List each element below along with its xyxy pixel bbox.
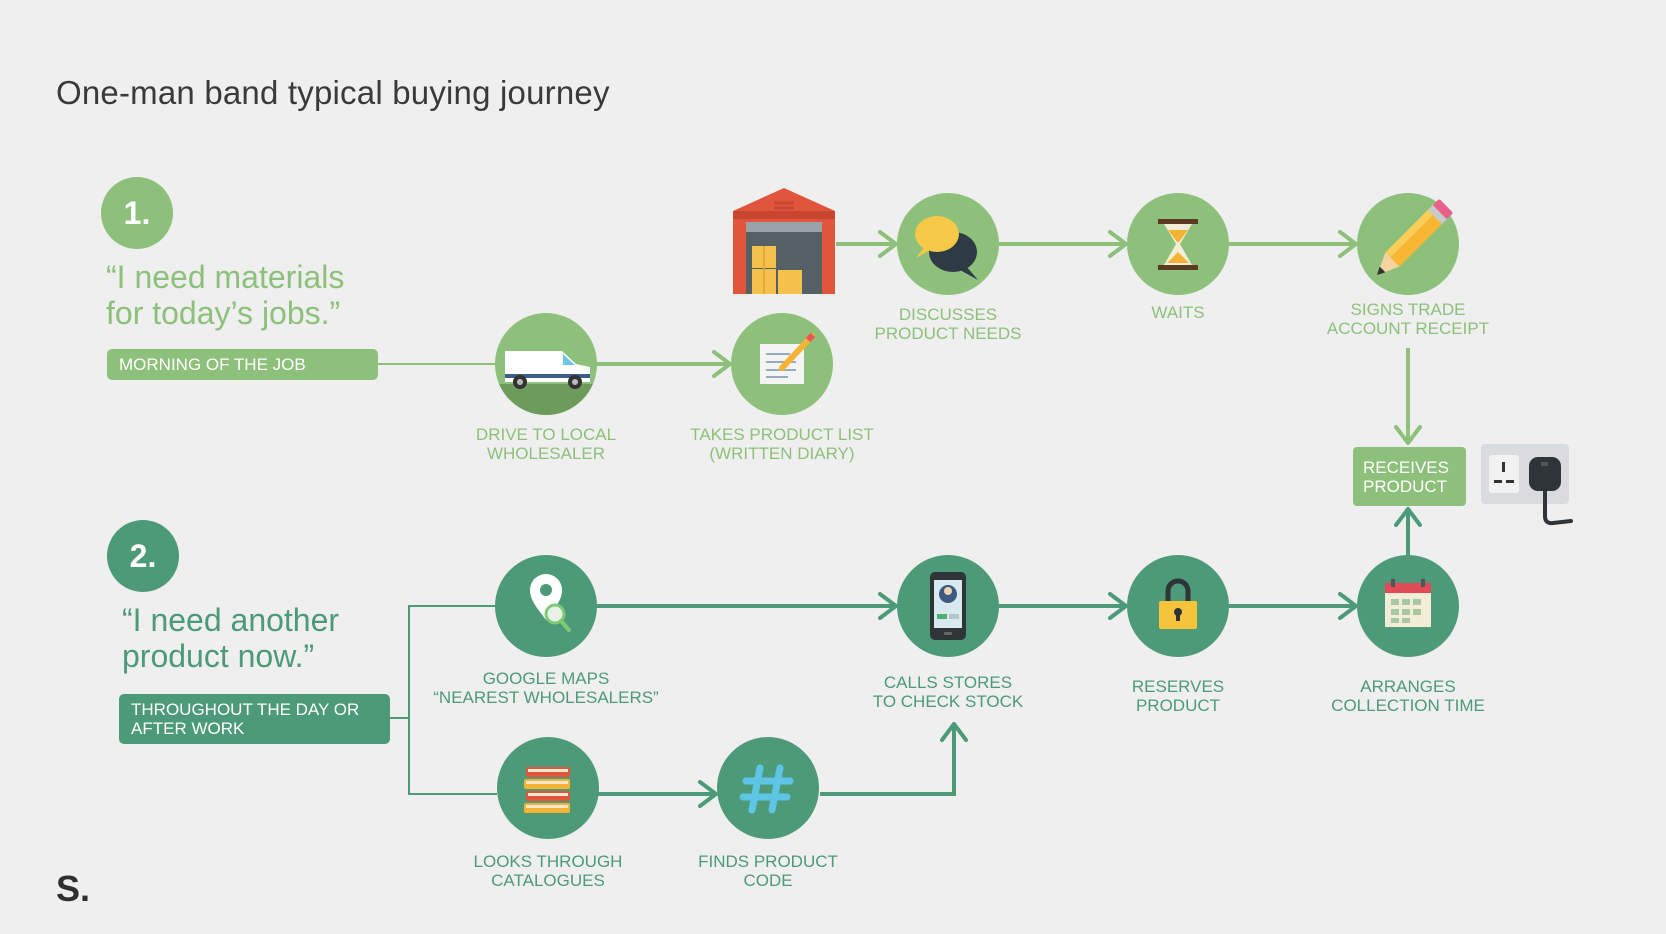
step-maps-label-line1: GOOGLE MAPS <box>482 669 610 688</box>
warehouse-icon <box>733 188 835 294</box>
step-signs-label-line1: SIGNS TRADE <box>1350 300 1466 319</box>
step-waits-label: WAITS <box>1151 303 1204 322</box>
step-maps-label-line2: “NEAREST WHOLESALERS” <box>433 688 659 707</box>
journey1-number-badge: 1. <box>101 177 173 249</box>
step-catalogues-label-line2: CATALOGUES <box>491 871 605 890</box>
journey1-timing-pill: MORNING OF THE JOB <box>107 349 378 380</box>
step-calls-label: CALLS STORES TO CHECK STOCK <box>873 673 1024 711</box>
step-arranges-label-line2: COLLECTION TIME <box>1331 696 1485 715</box>
journey2-number-badge: 2. <box>107 520 179 592</box>
step-calls-label-line2: TO CHECK STOCK <box>872 692 1024 711</box>
journey2-quote: “I need another product now.” <box>122 602 422 674</box>
step-signs-label-line2: ACCOUNT RECEIPT <box>1326 319 1490 338</box>
speech-bubbles-icon <box>897 193 999 295</box>
step-drive-label: DRIVE TO LOCAL WHOLESALER <box>476 425 616 463</box>
step-drive-label-line2: WHOLESALER <box>486 444 606 463</box>
step-code-label-line2: CODE <box>743 871 793 890</box>
step-discuss-label-line1: DISCUSSES <box>898 305 998 324</box>
step-reserves-label-line1: RESERVES <box>1131 677 1225 696</box>
receives-product-line1: RECEIVES <box>1363 458 1449 477</box>
step-list-label-line2: (WRITTEN DIARY) <box>709 444 855 463</box>
phone-icon <box>897 555 999 657</box>
step-signs-label: SIGNS TRADE ACCOUNT RECEIPT <box>1327 300 1489 338</box>
step-discuss-label: DISCUSSES PRODUCT NEEDS <box>874 305 1021 343</box>
journey1-quote-line1: “I need materials <box>106 259 345 295</box>
step-calls-label-line1: CALLS STORES <box>883 673 1013 692</box>
branch-bracket <box>408 605 497 795</box>
notepad-icon <box>731 313 833 415</box>
hashtag-icon <box>717 737 819 839</box>
journey2-quote-line2: product now.” <box>122 638 315 674</box>
step-reserves-label: RESERVES PRODUCT <box>1132 677 1224 715</box>
step-waits-label-line1: WAITS <box>1151 303 1205 322</box>
journey2-timing-pill: THROUGHOUT THE DAY OR AFTER WORK <box>119 694 390 744</box>
step-discuss-label-line2: PRODUCT NEEDS <box>874 324 1022 343</box>
step-list-label: TAKES PRODUCT LIST (WRITTEN DIARY) <box>690 425 874 463</box>
journey1-connectors <box>378 230 1422 445</box>
arrow-code-to-calls <box>820 722 968 796</box>
pencil-icon <box>1357 193 1459 295</box>
padlock-icon <box>1127 555 1229 657</box>
receives-product-line2: PRODUCT <box>1363 477 1448 496</box>
journey1-quote-line2: for today’s jobs.” <box>106 295 341 331</box>
van-icon <box>495 313 597 415</box>
step-code-label-line1: FINDS PRODUCT <box>698 852 838 871</box>
map-pin-search-icon <box>495 555 597 657</box>
page-title: One-man band typical buying journey <box>56 74 610 111</box>
step-arranges-label-line1: ARRANGES <box>1360 677 1456 696</box>
step-code-label: FINDS PRODUCT CODE <box>698 852 838 890</box>
journey1-quote: “I need materials for today’s jobs.” <box>106 259 426 331</box>
step-arranges-label: ARRANGES COLLECTION TIME <box>1331 677 1485 715</box>
brand-logo: S. <box>56 868 91 909</box>
journey2-quote-line1: “I need another <box>122 602 340 638</box>
step-drive-label-line1: DRIVE TO LOCAL <box>475 425 617 444</box>
journey2-connectors <box>390 507 1422 808</box>
receives-product-box: RECEIVES PRODUCT <box>1353 447 1466 506</box>
power-socket-icon <box>1481 444 1573 526</box>
journey2-timing-line1: THROUGHOUT THE DAY OR <box>131 700 360 719</box>
step-maps-label: GOOGLE MAPS “NEAREST WHOLESALERS” <box>433 669 658 707</box>
journey2-timing-line2: AFTER WORK <box>131 719 245 738</box>
books-icon <box>497 737 599 839</box>
step-list-label-line1: TAKES PRODUCT LIST <box>690 425 874 444</box>
step-catalogues-label: LOOKS THROUGH CATALOGUES <box>474 852 623 890</box>
step-reserves-label-line2: PRODUCT <box>1135 696 1221 715</box>
step-catalogues-label-line1: LOOKS THROUGH <box>473 852 623 871</box>
hourglass-icon <box>1127 193 1229 295</box>
calendar-icon <box>1357 555 1459 657</box>
